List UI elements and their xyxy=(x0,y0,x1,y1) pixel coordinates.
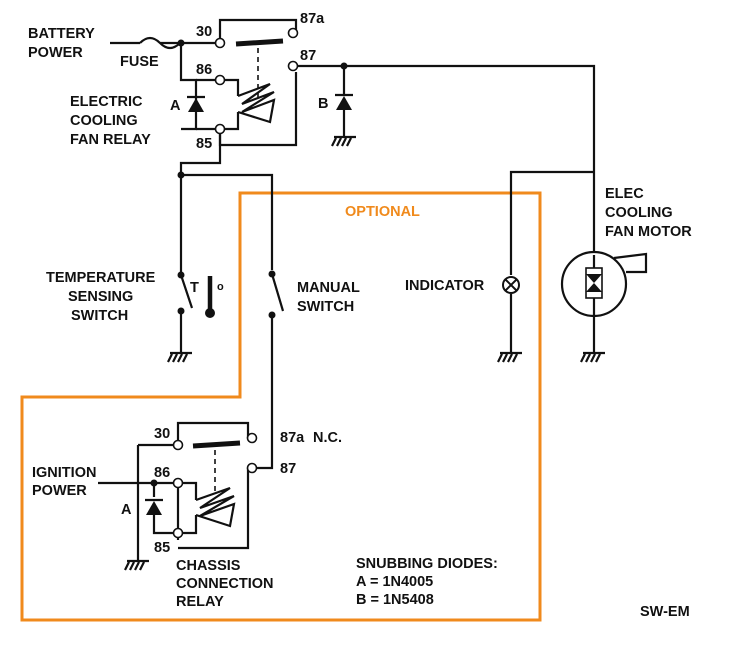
relay-frame xyxy=(218,18,298,43)
ignition-power-label: IGNITION xyxy=(32,465,96,481)
ground-symbol xyxy=(124,559,149,571)
switch-blade xyxy=(270,273,285,312)
relay-coil xyxy=(195,486,236,528)
relay-name-label: ELECTRIC xyxy=(70,94,143,110)
ignition-power-label: POWER xyxy=(32,483,87,499)
relay-coil-wire xyxy=(225,78,240,131)
diode-a-symbol xyxy=(188,98,204,112)
relay-coil xyxy=(237,82,276,124)
optional-boundary xyxy=(20,191,542,622)
terminal-87 xyxy=(287,60,299,72)
terminal-85 xyxy=(214,123,226,135)
temp-switch-t-mark: T xyxy=(190,280,199,296)
indicator-lamp xyxy=(497,170,594,363)
elec-cooling-fan-motor xyxy=(560,250,648,363)
pin-87a-label: 87a xyxy=(300,11,325,27)
manual-switch xyxy=(252,270,285,470)
relay-name-label: COOLING xyxy=(70,113,138,129)
pin-85-label: 85 xyxy=(196,136,212,152)
diode-a-wire xyxy=(179,43,198,131)
manual-switch-to-87-wire xyxy=(252,315,274,470)
battery-power-label: BATTERY xyxy=(28,26,95,42)
thermometer-bulb xyxy=(205,308,215,318)
terminal-86 xyxy=(172,477,184,489)
junction-dot xyxy=(177,171,185,179)
ground-symbol xyxy=(497,351,522,363)
pin-87-label: 87 xyxy=(300,48,316,64)
relay-coil-wire xyxy=(182,481,198,535)
pin-86-label: 86 xyxy=(196,62,212,78)
pin-87a-label: 87a xyxy=(280,430,305,446)
relay-contact-arm xyxy=(235,38,284,47)
diode-a-wire xyxy=(196,78,216,131)
terminal-86 xyxy=(214,74,226,86)
diode-a-label: A xyxy=(170,98,181,114)
relay-85-to-switch-wire xyxy=(179,133,274,270)
relay-name-label: FAN RELAY xyxy=(70,132,151,148)
terminal-30 xyxy=(214,37,226,49)
terminal-87 xyxy=(246,462,258,474)
chassis-relay-label: CHASSIS xyxy=(176,558,241,574)
chassis-relay-label: CONNECTION xyxy=(176,576,273,592)
fan-motor-label: ELEC xyxy=(605,186,644,202)
diode-a-label: A xyxy=(121,502,132,518)
manual-switch-label: SWITCH xyxy=(297,299,354,315)
snubbing-diode-b-note: B = 1N5408 xyxy=(356,592,434,608)
temperature-sensing-switch xyxy=(167,271,215,363)
temp-switch-degree-mark: o xyxy=(217,281,224,293)
diagram-code: SW-EM xyxy=(640,604,690,620)
diode-b-symbol xyxy=(336,96,352,110)
pin-85-label: 85 xyxy=(154,540,170,556)
relay-contact-arm xyxy=(192,440,241,449)
relay-87-output-wire xyxy=(298,64,596,255)
chassis-relay-label: RELAY xyxy=(176,594,224,610)
fan-motor-label: COOLING xyxy=(605,205,673,221)
junction-dot xyxy=(150,479,158,487)
indicator-label: INDICATOR xyxy=(405,278,485,294)
chassis-connection-relay xyxy=(98,421,258,571)
manual-switch-label: MANUAL xyxy=(297,280,360,296)
pin-30-label: 30 xyxy=(154,426,170,442)
ground-symbol xyxy=(580,351,605,363)
relay-frame xyxy=(176,421,250,445)
fuse-label: FUSE xyxy=(120,54,159,70)
pin-87-label: 87 xyxy=(280,461,296,477)
optional-label: OPTIONAL xyxy=(345,204,420,220)
snubbing-diodes-title: SNUBBING DIODES: xyxy=(356,556,498,572)
diode-a-symbol xyxy=(146,501,162,515)
electric-cooling-fan-relay xyxy=(110,18,596,275)
terminal-30 xyxy=(172,439,184,451)
pin-30-label: 30 xyxy=(196,24,212,40)
terminal-87a xyxy=(287,27,299,39)
fan-motor-label: FAN MOTOR xyxy=(605,224,692,240)
snubbing-diode-a-note: A = 1N4005 xyxy=(356,574,433,590)
temp-switch-label: SWITCH xyxy=(71,308,128,324)
indicator-lamp-cross xyxy=(504,278,518,292)
ground-symbol xyxy=(167,351,192,363)
relay-frame xyxy=(218,72,298,147)
switch-blade xyxy=(179,274,194,309)
motor-rotor xyxy=(586,283,602,292)
nc-label: N.C. xyxy=(313,430,342,446)
terminal-85 xyxy=(172,527,184,539)
indicator-wire xyxy=(509,170,594,352)
temp-switch-label: SENSING xyxy=(68,289,133,305)
diode-a-wire xyxy=(136,443,174,560)
motor-rotor xyxy=(586,274,602,283)
pin-86-label: 86 xyxy=(154,465,170,481)
ground-symbol xyxy=(331,135,356,147)
battery-power-label: POWER xyxy=(28,45,83,61)
terminal-87a xyxy=(246,432,258,444)
diode-b-label: B xyxy=(318,96,328,112)
temp-switch-label: TEMPERATURE xyxy=(46,270,156,286)
motor-outlet xyxy=(613,252,648,274)
